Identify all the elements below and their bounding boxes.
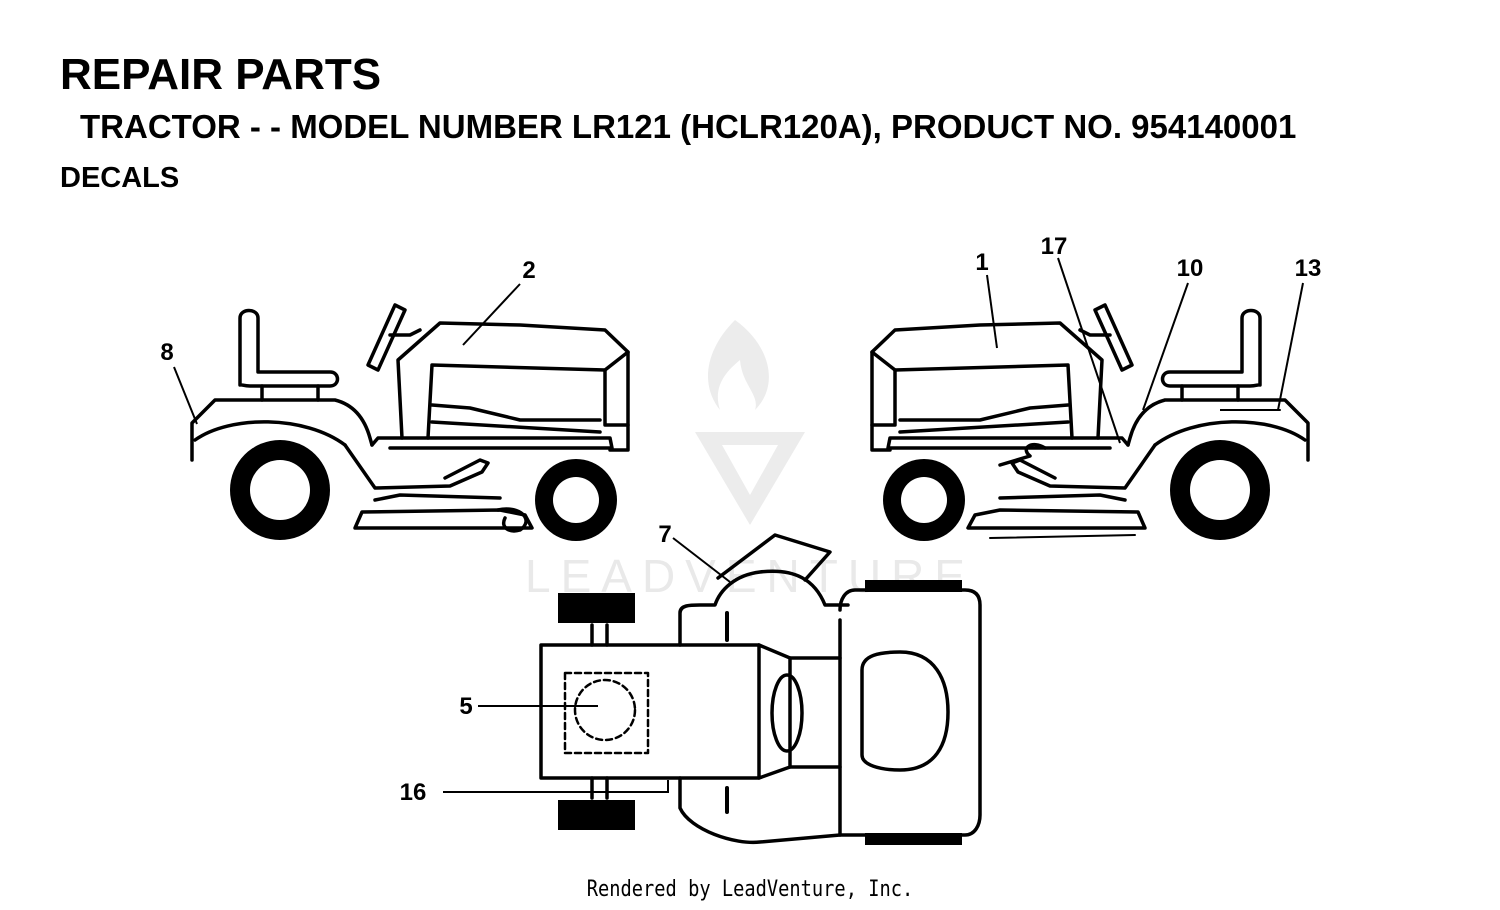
callout-2: 2 [522, 257, 535, 284]
callout-16: 16 [400, 779, 427, 806]
callout-10: 10 [1177, 255, 1204, 282]
callout-leaders [173, 257, 1304, 793]
callout-labels: 8 2 1 17 10 13 7 5 16 [160, 233, 1321, 806]
callout-17: 17 [1041, 233, 1068, 260]
model-subtitle: TRACTOR - - MODEL NUMBER LR121 (HCLR120A… [80, 108, 1297, 145]
rear-right-tire [865, 833, 962, 845]
callout-1: 1 [975, 249, 988, 276]
tractor-right-wheels [883, 440, 1270, 541]
callout-13: 13 [1295, 255, 1322, 282]
front-left-tire [558, 593, 635, 623]
tractor-left-side-view [190, 303, 630, 533]
page-title: REPAIR PARTS [60, 50, 382, 99]
callout-8: 8 [160, 339, 173, 366]
callout-5: 5 [459, 693, 472, 720]
footer-credit: Rendered by LeadVenture, Inc. [586, 877, 914, 902]
leadventure-watermark: LEADVENTURE [525, 320, 965, 602]
tractor-left-wheels [230, 440, 617, 541]
tractor-right-side-view [870, 303, 1310, 539]
front-right-tire [558, 800, 635, 830]
tractor-top-view [539, 533, 982, 845]
section-heading: DECALS [60, 162, 180, 194]
rear-left-tire [865, 580, 962, 592]
callout-7: 7 [658, 521, 671, 548]
